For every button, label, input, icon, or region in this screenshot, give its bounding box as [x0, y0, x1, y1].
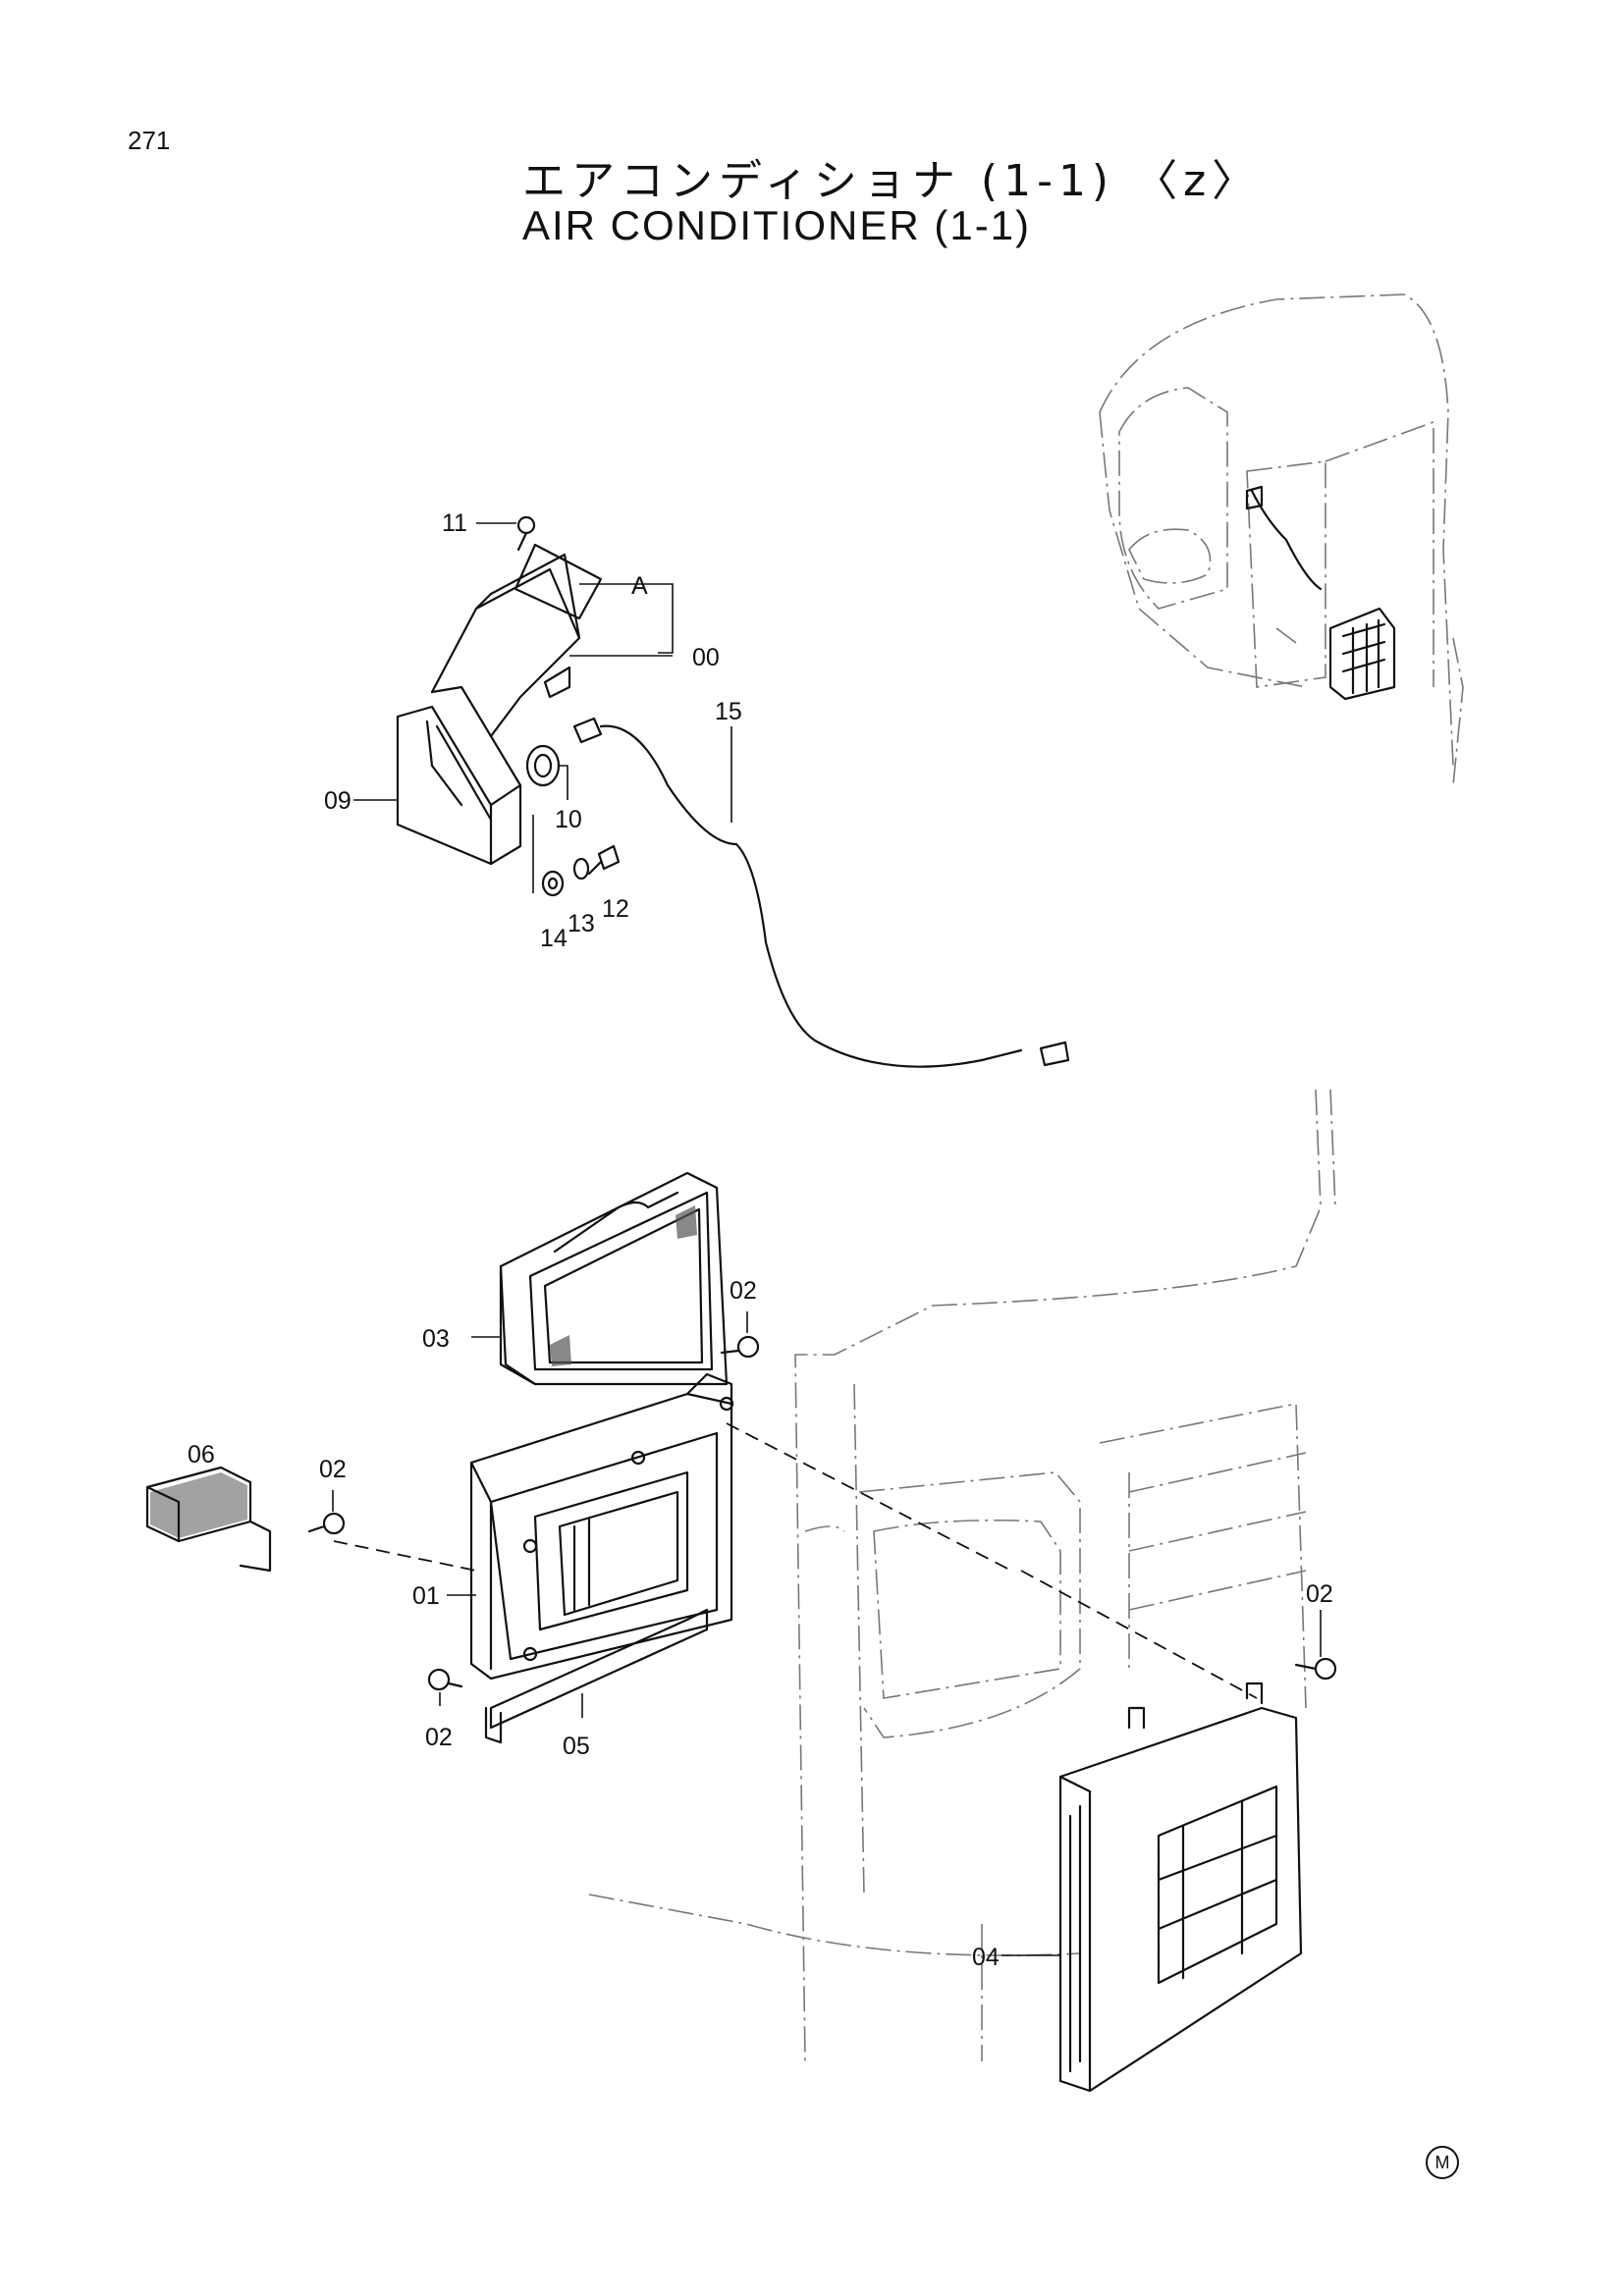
part-01-housing [469, 1372, 734, 1681]
label-02-bottom: 02 [425, 1724, 453, 1751]
label-02-top: 02 [730, 1277, 757, 1305]
title-japanese: エアコンディショナ (1-1) 〈z〉 [522, 156, 1262, 206]
label-04: 04 [972, 1944, 1000, 1971]
label-02-right: 02 [1306, 1580, 1333, 1608]
label-12: 12 [602, 895, 629, 923]
cab-outline-bottom [588, 1089, 1336, 2062]
label-10: 10 [555, 806, 582, 833]
alignment-lines [333, 1422, 1258, 1699]
label-00: 00 [692, 644, 720, 671]
label-14: 14 [540, 925, 568, 952]
part-04-cover [1058, 1682, 1303, 2093]
part-00-cover [430, 543, 603, 738]
part-15-harness [572, 717, 1070, 1068]
label-03: 03 [422, 1325, 450, 1353]
part-05-bracket [484, 1608, 709, 1744]
part-12-13-14-fasteners [541, 844, 621, 897]
page-number: 271 [128, 126, 171, 155]
label-13: 13 [568, 910, 595, 937]
label-11: 11 [442, 509, 467, 537]
label-15: 15 [715, 698, 742, 725]
m-mark: M [1426, 2146, 1459, 2179]
cab-outline-top [1099, 294, 1464, 786]
part-06-duct [145, 1466, 272, 1573]
label-02-left: 02 [319, 1456, 347, 1483]
title-english: AIR CONDITIONER (1-1) [522, 202, 1032, 248]
part-10-grommet [525, 744, 561, 787]
label-a: A [631, 572, 648, 600]
leader-lines [332, 522, 1322, 1956]
label-05: 05 [563, 1733, 590, 1760]
cab-mounted-unit [1245, 485, 1396, 701]
label-06: 06 [188, 1441, 215, 1468]
part-11-screw [516, 515, 536, 552]
part-labels: 11 A 00 15 09 10 12 13 14 03 02 06 02 01… [188, 509, 1333, 1971]
label-01: 01 [412, 1582, 440, 1610]
screw-02-icons [307, 1335, 1337, 1691]
label-09: 09 [324, 787, 352, 815]
part-09-box [396, 685, 522, 866]
part-03-filter [499, 1171, 729, 1386]
